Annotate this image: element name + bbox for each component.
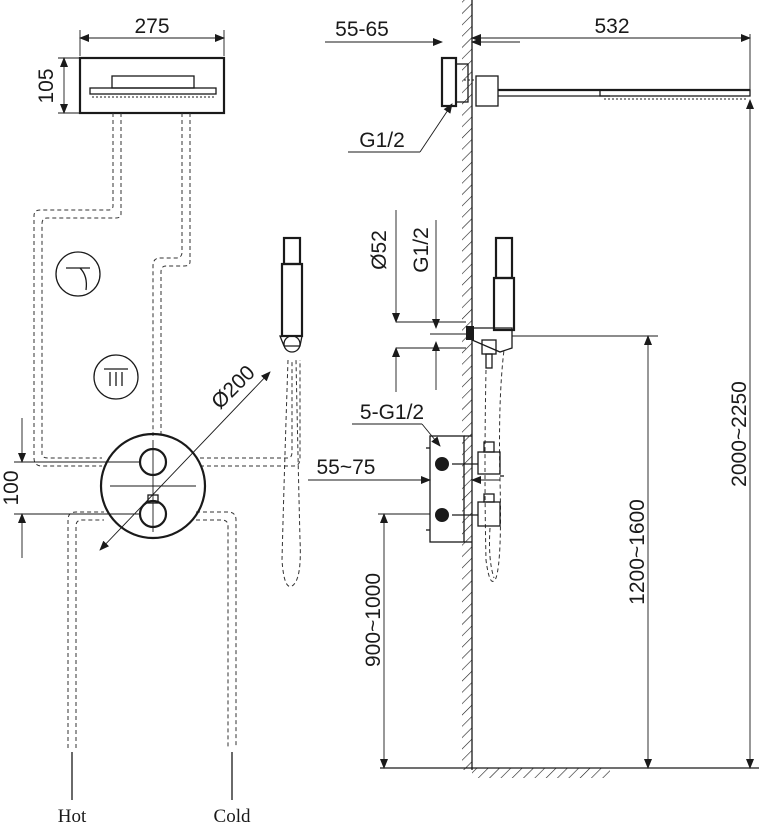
cold-label: Cold	[214, 806, 251, 827]
wall-gap-label: 55-65	[335, 18, 389, 41]
dimension-holder: Ø52 G1/2	[368, 210, 466, 392]
valve-height-label: 900~1000	[362, 573, 385, 667]
dimension-wall-gap: 55-65	[325, 18, 520, 46]
plate-diameter-label: Ø200	[207, 361, 260, 414]
hand-shower-holder	[466, 236, 516, 582]
dimension-holder-height: 1200~1600	[512, 335, 658, 769]
concealed-valve	[426, 435, 504, 579]
outlet-spacing-label: 100	[0, 470, 23, 505]
head-height-range-label: 2000~2250	[728, 381, 751, 487]
hot-label: Hot	[58, 806, 87, 827]
dimension-head-height: 105	[35, 57, 80, 114]
valve-ports-callout: 5-G1/2	[352, 401, 441, 447]
thermostatic-valve-plate	[99, 432, 207, 540]
side-view: 55-65 532 G1/2	[308, 0, 759, 778]
shower-arm	[440, 56, 751, 108]
hand-shower	[279, 236, 304, 587]
hand-shower-function-icon	[93, 354, 139, 400]
head-height-label: 105	[35, 68, 58, 103]
arm-length-label: 532	[594, 15, 629, 38]
holder-height-label: 1200~1600	[626, 499, 649, 605]
dimension-head-width: 275	[79, 15, 225, 56]
head-width-label: 275	[134, 15, 169, 38]
dimension-head-height-range: 2000~2250	[728, 99, 754, 769]
front-view: 275 105 Ø200 100 Hot Cold	[0, 15, 304, 827]
supply-pipes	[33, 113, 301, 800]
arm-thread-label: G1/2	[359, 129, 405, 152]
dimension-valve-depth: 55~75	[308, 456, 500, 484]
floor	[380, 767, 759, 778]
dimension-arm-length: 532	[471, 15, 751, 92]
rain-shower-head	[78, 56, 226, 115]
dimension-valve-height: 900~1000	[362, 513, 430, 769]
holder-thread-label: G1/2	[410, 227, 433, 273]
rain-head-function-icon	[55, 251, 101, 297]
wall	[462, 0, 473, 770]
dimension-outlet-spacing: 100	[0, 418, 140, 558]
valve-ports-label: 5-G1/2	[360, 401, 424, 424]
dimension-plate-diameter: Ø200	[99, 361, 271, 551]
arm-thread-callout: G1/2	[348, 103, 453, 153]
holder-diameter-label: Ø52	[368, 230, 391, 270]
valve-depth-label: 55~75	[317, 456, 376, 479]
